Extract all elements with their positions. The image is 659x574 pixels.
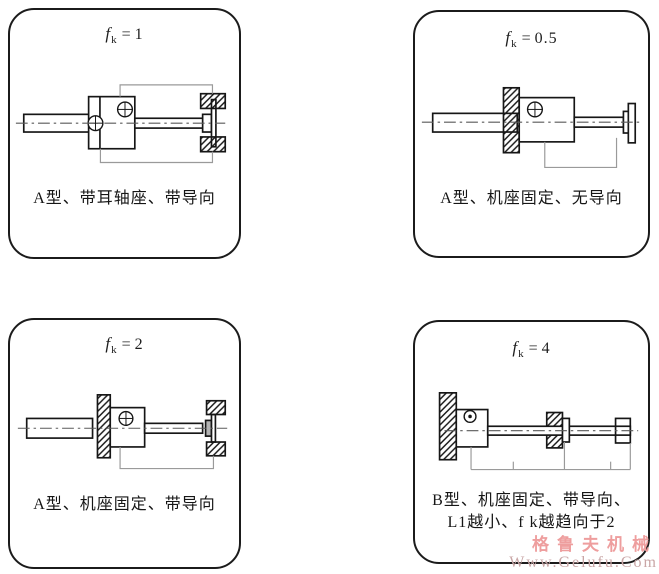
factor-value: 0.5 <box>534 30 558 47</box>
equals-sign: = <box>121 26 132 43</box>
factor-symbol: f <box>512 338 519 357</box>
factor-symbol: f <box>105 24 112 43</box>
equals-sign: = <box>528 340 539 357</box>
panel-caption: A型、机座固定、无导向 <box>415 188 648 210</box>
fixed-base-no-guide-diagram <box>421 86 640 169</box>
guide-block-top <box>199 92 227 110</box>
dimension-lines <box>470 442 631 471</box>
factor-label: fk=2 <box>10 334 239 357</box>
reference-lines <box>544 137 618 169</box>
caption-line: A型、机座固定、无导向 <box>440 190 623 207</box>
panel-fk05: fk=0.5 A型、机座固定、无导向 <box>413 10 650 258</box>
caption-line: L1越小、f k越趋向于2 <box>447 514 616 531</box>
factor-subscript: k <box>518 348 525 361</box>
factor-subscript: k <box>111 34 118 47</box>
fixed-wall-block <box>438 392 458 461</box>
factor-value: 1 <box>134 26 144 43</box>
factor-symbol: f <box>105 334 112 353</box>
factor-symbol: f <box>505 28 512 47</box>
guide-block-top <box>205 399 227 416</box>
input-rod <box>25 417 94 439</box>
guide-frame-lines <box>99 84 214 164</box>
guide-block-bottom <box>199 136 227 153</box>
caption-line: A型、带耳轴座、带导向 <box>33 190 216 207</box>
panel-fk4: fk=4 B型、机座固定、带导向、 L1越小、f k越趋向于2 <box>413 320 650 564</box>
caption-line: B型、机座固定、带导向、 <box>432 492 631 509</box>
guide-block-bottom <box>205 441 227 457</box>
fixed-wall-mid-guide-diagram <box>438 392 639 471</box>
panel-fk1: fk=1 A型、带耳轴座、带导向 <box>8 8 241 259</box>
panel-caption: A型、机座固定、带导向 <box>10 494 239 516</box>
factor-value: 4 <box>541 340 551 357</box>
factor-subscript: k <box>111 344 118 357</box>
cylinder-body <box>518 96 576 143</box>
trunnion-guide-diagram <box>15 84 227 164</box>
reference-lines <box>119 446 215 470</box>
fixed-base-block <box>96 394 112 459</box>
equals-sign: = <box>121 336 132 353</box>
caption-line: A型、机座固定、带导向 <box>33 496 216 513</box>
factor-value: 2 <box>134 336 144 353</box>
fixed-base-block <box>502 86 521 154</box>
factor-subscript: k <box>511 38 518 51</box>
factor-label: fk=4 <box>415 338 648 361</box>
panel-fk2: fk=2 A型、机座固定、带导向 <box>8 318 241 569</box>
factor-label: fk=0.5 <box>415 28 648 51</box>
panel-caption: B型、机座固定、带导向、 L1越小、f k越趋向于2 <box>415 490 648 534</box>
fixed-base-with-guide-diagram <box>17 394 228 470</box>
panel-caption: A型、带耳轴座、带导向 <box>10 188 239 210</box>
end-flange <box>627 102 637 144</box>
factor-label: fk=1 <box>10 24 239 47</box>
equals-sign: = <box>521 30 532 47</box>
